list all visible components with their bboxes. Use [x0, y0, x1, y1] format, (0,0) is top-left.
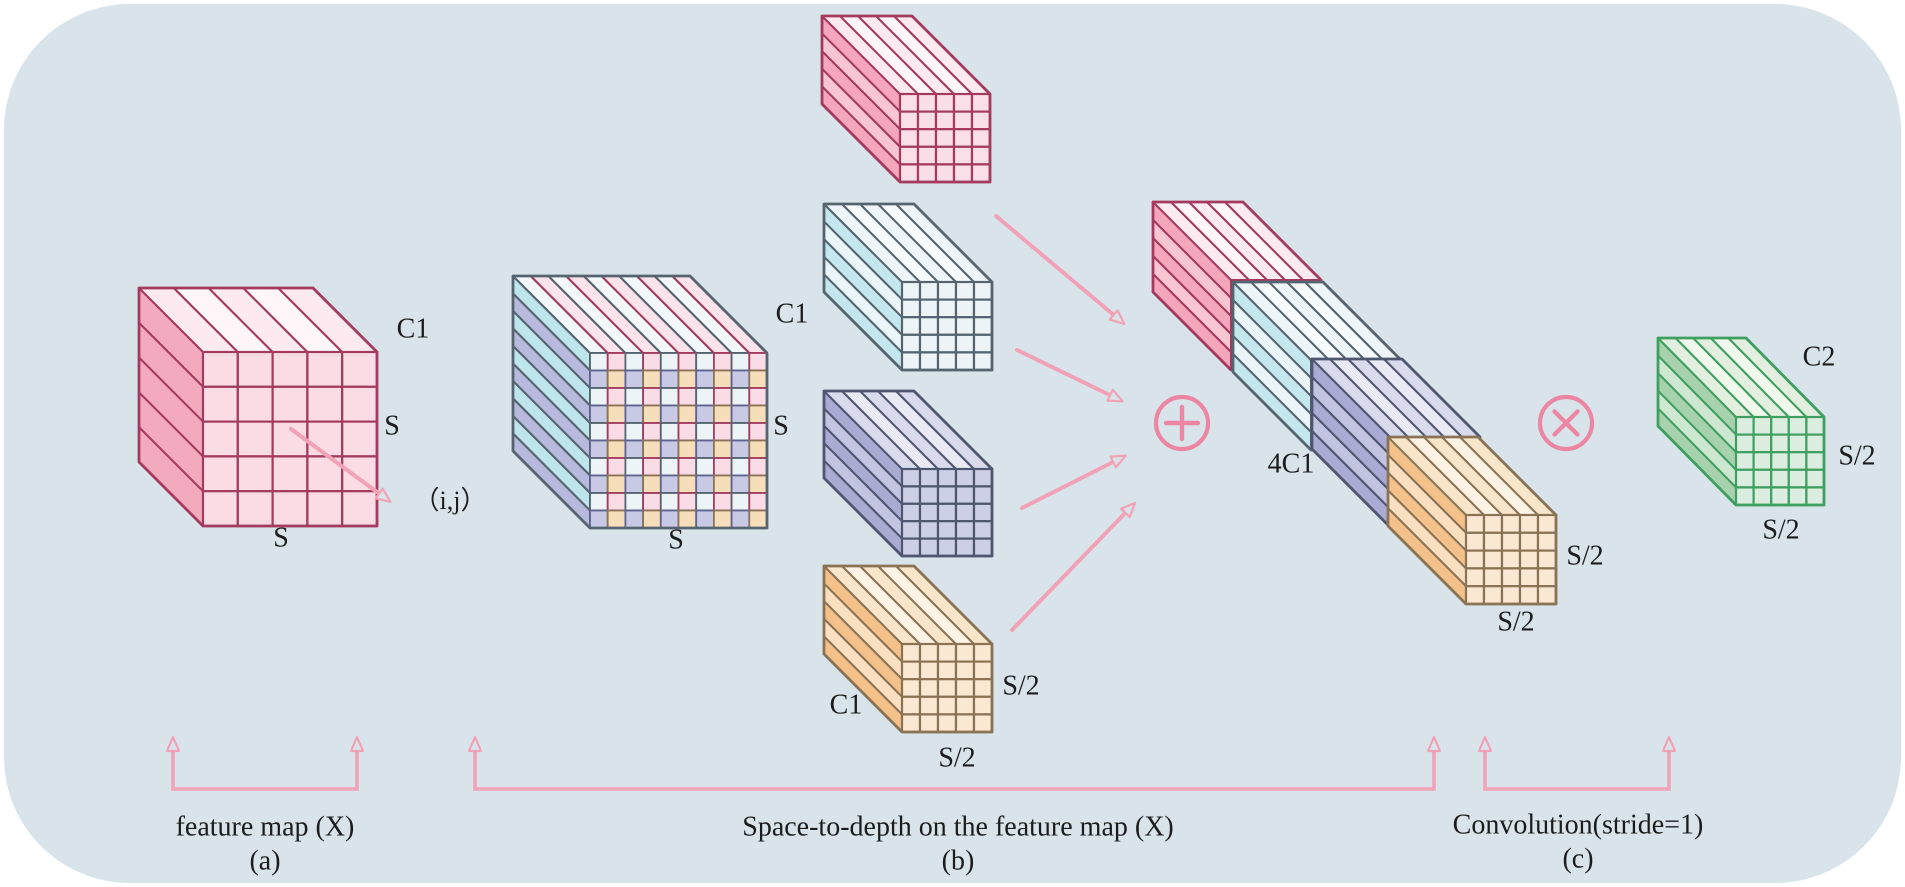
- cube-output: [1656, 336, 1826, 507]
- label-cubeA-S-bottom: S: [273, 522, 289, 553]
- label-cubeB-S-bottom: S: [668, 524, 684, 555]
- label-output-S2-bottom: S/2: [1762, 514, 1799, 545]
- label-submap4-S2-right: S/2: [1002, 670, 1039, 701]
- stack-seg-purple: [1310, 357, 1482, 529]
- caption-c-text: Convolution(stride=1): [1453, 809, 1704, 840]
- label-stack-S2-bottom: S/2: [1497, 606, 1534, 637]
- submap-2-cyan: [822, 202, 994, 372]
- op-plus: [1153, 394, 1211, 452]
- label-cubeA-C1: C1: [397, 313, 430, 344]
- stack-seg-orange: [1386, 435, 1558, 606]
- label-output-S2-right: S/2: [1838, 440, 1875, 471]
- arrow-submap1-to-plus: [994, 214, 1126, 326]
- caption-a-tag: (a): [249, 845, 280, 876]
- label-cubeB-C1: C1: [776, 298, 809, 329]
- cube-sampled: [511, 274, 769, 530]
- caption-a-text: feature map (X): [176, 811, 355, 842]
- op-times: [1537, 394, 1595, 452]
- label-cubeB-S-right: S: [773, 410, 789, 441]
- bracket-c: [1477, 735, 1677, 791]
- label-submap4-S2-bottom: S/2: [938, 742, 975, 773]
- arrow-submap2-to-plus: [1015, 348, 1124, 403]
- label-cubeA-S-right: S: [384, 410, 400, 441]
- bracket-b: [467, 735, 1442, 791]
- label-stack-S2-right: S/2: [1566, 540, 1603, 571]
- submap-3-purple: [822, 389, 994, 558]
- bracket-a: [165, 735, 365, 791]
- submap-4-orange: [822, 564, 994, 734]
- label-cubeA-ij: （i,j）: [414, 486, 487, 515]
- arrow-submap4-to-plus: [1010, 501, 1137, 632]
- arrow-ij: [289, 427, 392, 503]
- caption-c-tag: (c): [1562, 843, 1593, 874]
- label-stack-4C1: 4C1: [1268, 448, 1315, 479]
- caption-b-text: Space-to-depth on the feature map (X): [742, 811, 1173, 842]
- submap-1-pink: [820, 14, 992, 184]
- label-output-C2: C2: [1803, 341, 1836, 372]
- cube-feature-map: [137, 286, 379, 528]
- caption-b-tag: (b): [942, 845, 975, 876]
- arrow-submap3-to-plus: [1020, 454, 1127, 510]
- label-submap4-C1: C1: [830, 689, 863, 720]
